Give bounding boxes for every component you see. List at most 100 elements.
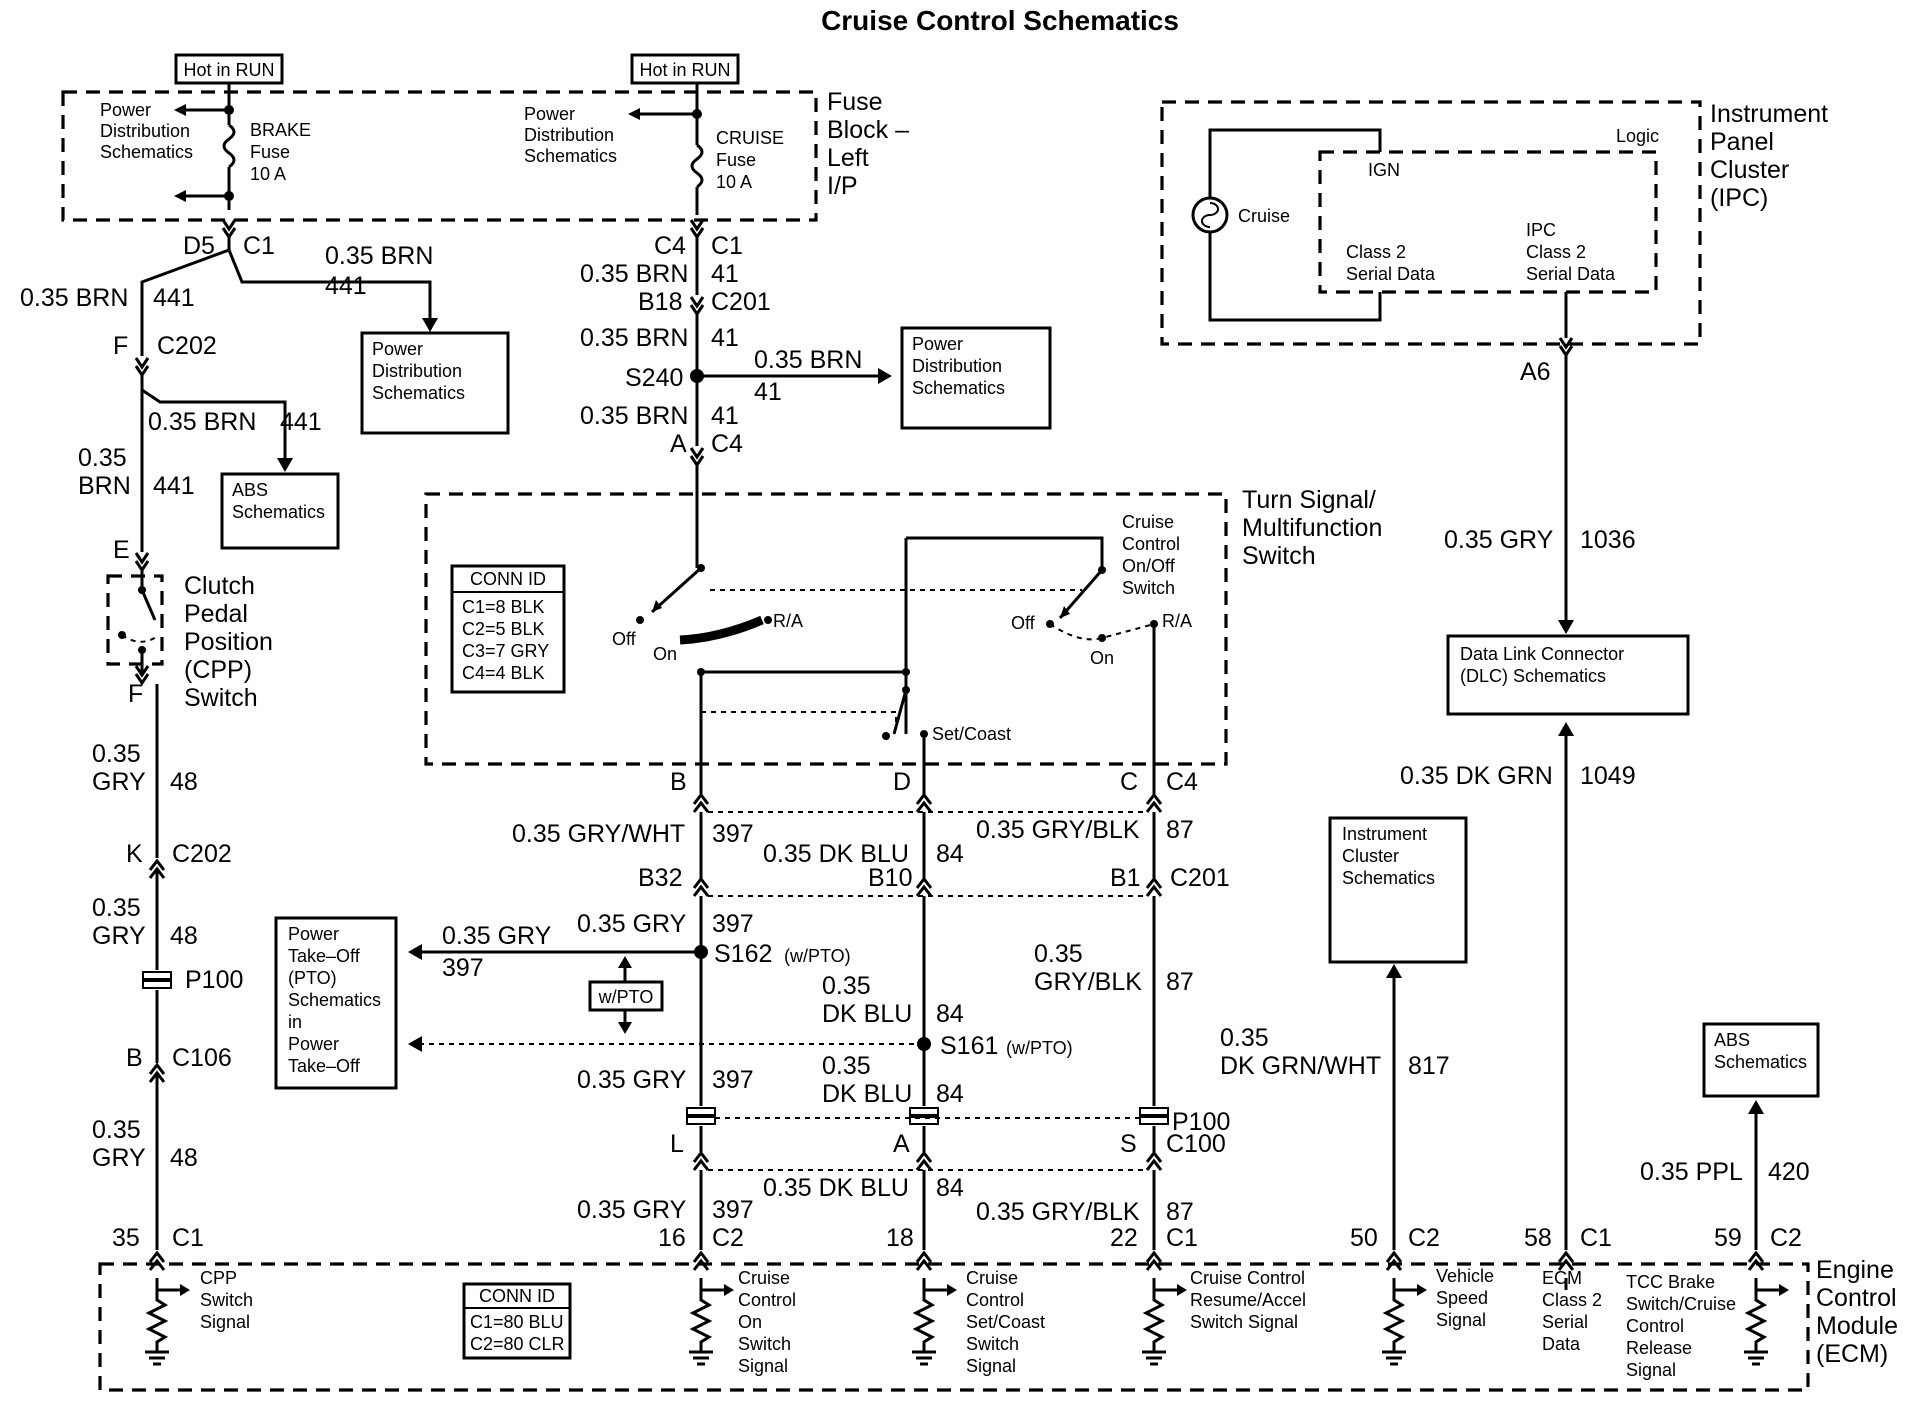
wire-dkgrn: 0.35 DK GRN <box>1400 762 1553 790</box>
svg-text:Control: Control <box>1816 1284 1897 1312</box>
svg-text:ABS: ABS <box>232 480 268 500</box>
wire-817: 817 <box>1408 1052 1450 1080</box>
abs-schematics-box-top[interactable]: ABS Schematics <box>220 472 340 550</box>
svg-text:Control: Control <box>966 1290 1024 1310</box>
splice-s240: S240 <box>625 364 683 392</box>
diagram-title: Cruise Control Schematics <box>821 5 1179 36</box>
wire-dkblu-1: 0.35 DK BLU <box>763 840 909 868</box>
wire-035-dkgrnwht: 0.35 <box>1220 1024 1269 1052</box>
svg-text:Distribution: Distribution <box>524 125 614 145</box>
ipc-ipc-1: IPC <box>1526 220 1556 240</box>
hot-in-run-tag-brake: Hot in RUN <box>174 53 284 85</box>
svg-text:Switch: Switch <box>200 1290 253 1310</box>
svg-text:C2=5 BLK: C2=5 BLK <box>462 619 545 639</box>
pin-58: 58 <box>1524 1224 1552 1252</box>
svg-text:Power: Power <box>524 104 575 124</box>
wire-84-2: 84 <box>936 1000 964 1028</box>
svg-text:C2=80 CLR: C2=80 CLR <box>470 1334 565 1354</box>
svg-text:CONN ID: CONN ID <box>479 1286 555 1306</box>
wire-ppl: 0.35 PPL <box>1640 1158 1743 1186</box>
svg-text:Instrument: Instrument <box>1710 100 1828 128</box>
svg-text:in: in <box>288 1012 302 1032</box>
wire-brn-41-1: 0.35 BRN <box>580 260 688 288</box>
svg-text:Set/Coast: Set/Coast <box>966 1312 1045 1332</box>
wire-035-gry-3: 0.35 <box>92 1116 141 1144</box>
wire-gry-397-pto: 0.35 GRY <box>442 922 552 950</box>
svg-text:Schematics: Schematics <box>524 146 617 166</box>
s161-wpto: (w/PTO) <box>1006 1038 1073 1058</box>
cruise-indicator: Cruise <box>1191 128 1382 322</box>
wire-397-3: 397 <box>712 1066 754 1094</box>
conn-k: K <box>126 840 143 868</box>
wire-420: 420 <box>1768 1158 1810 1186</box>
pto-schematics-box[interactable]: Power Take–Off (PTO) Schematics in Power… <box>274 916 398 1090</box>
conn-e: E <box>113 536 130 564</box>
svg-text:Cruise Control: Cruise Control <box>1190 1268 1305 1288</box>
svg-text:Release: Release <box>1626 1338 1692 1358</box>
instrument-cluster-box[interactable]: Instrument Cluster Schematics <box>1328 816 1468 964</box>
pds-box-right[interactable]: Power Distribution Schematics <box>900 326 1052 430</box>
svg-text:I/P: I/P <box>827 172 858 200</box>
ecm-class2-wire <box>1557 722 1575 1271</box>
ipc-logic-label: Logic <box>1616 126 1659 146</box>
wire-gryblk-2: GRY/BLK <box>1034 968 1142 996</box>
conn-b10: B10 <box>868 864 912 892</box>
svg-text:Clutch: Clutch <box>184 572 255 600</box>
wire-1036: 1036 <box>1580 526 1636 554</box>
svg-text:Signal: Signal <box>1436 1310 1486 1330</box>
cruise-on-signal-wire <box>408 792 716 1271</box>
abs-schematics-box-bottom[interactable]: ABS Schematics <box>1702 1022 1820 1098</box>
svg-text:Signal: Signal <box>200 1312 250 1332</box>
tsm-outline <box>424 492 1228 766</box>
svg-text:Schematics: Schematics <box>100 142 193 162</box>
svg-text:Control: Control <box>1122 534 1180 554</box>
conn-c4-mid: C4 <box>711 430 743 458</box>
ecm-input-resume: Cruise Control Resume/Accel Switch Signa… <box>1142 1268 1306 1366</box>
svg-text:C4=4 BLK: C4=4 BLK <box>462 663 545 683</box>
pin-50: 50 <box>1350 1224 1378 1252</box>
conn-a-mid: A <box>893 1130 910 1158</box>
svg-text:(IPC): (IPC) <box>1710 184 1768 212</box>
wire-brn-441-top: 0.35 BRN <box>325 242 433 270</box>
ipc-class2-2: Serial Data <box>1346 264 1436 284</box>
wire-441-left-num: 441 <box>153 284 195 312</box>
svg-text:Control: Control <box>738 1290 796 1310</box>
wire-87-1: 87 <box>1166 816 1194 844</box>
wire-035-gryblk-2: 0.35 <box>1034 940 1083 968</box>
svg-text:Schematics: Schematics <box>232 502 325 522</box>
wire-gry-397-2: 0.35 GRY <box>577 1066 687 1094</box>
svg-text:Off: Off <box>612 629 637 649</box>
wire-41-1: 41 <box>711 260 739 288</box>
pds-label-brake: Power Distribution Schematics <box>100 100 193 162</box>
conn-b1: B1 <box>1110 864 1141 892</box>
svg-text:TCC Brake: TCC Brake <box>1626 1272 1715 1292</box>
ecm-input-cruise-on: Cruise Control On Switch Signal <box>689 1268 796 1376</box>
cruise-resume-signal-wire <box>1139 792 1169 1271</box>
wire-brn-label: BRN <box>78 472 131 500</box>
cruise-fuse: CRUISE Fuse 10 A <box>628 83 784 215</box>
svg-text:Schematics: Schematics <box>1342 868 1435 888</box>
cpp-switch-label: Clutch Pedal Position (CPP) Switch <box>184 572 273 712</box>
conn-f-bottom: F <box>128 680 143 708</box>
svg-text:Switch: Switch <box>1242 542 1316 570</box>
wire-397-2: 397 <box>712 910 754 938</box>
dlc-schematics-box[interactable]: Data Link Connector (DLC) Schematics <box>1446 634 1690 716</box>
fuse-block-label: Fuse Block – Left I/P <box>827 88 909 200</box>
s162-wpto: (w/PTO) <box>784 946 851 966</box>
wire-441-abs-num: 441 <box>280 408 322 436</box>
svg-text:Power: Power <box>288 924 339 944</box>
wire-gryblk-3: 0.35 GRY/BLK <box>976 1198 1140 1226</box>
svg-text:Pedal: Pedal <box>184 600 248 628</box>
pds-box-left[interactable]: Power Distribution Schematics <box>360 331 510 435</box>
wire-41-pds: 41 <box>754 378 782 406</box>
svg-text:Cruise: Cruise <box>1238 206 1290 226</box>
conn-c4-top: C4 <box>654 232 686 260</box>
conn-f-top: F <box>113 332 128 360</box>
connector-tie-lines <box>708 811 1147 1171</box>
svg-text:Block –: Block – <box>827 116 909 144</box>
conn-c202-top: C202 <box>157 332 217 360</box>
ecm-input-tcc: TCC Brake Switch/Cruise Control Release … <box>1626 1272 1789 1380</box>
svg-text:Schematics: Schematics <box>912 378 1005 398</box>
conn-c106: C106 <box>172 1044 232 1072</box>
svg-text:Resume/Accel: Resume/Accel <box>1190 1290 1306 1310</box>
